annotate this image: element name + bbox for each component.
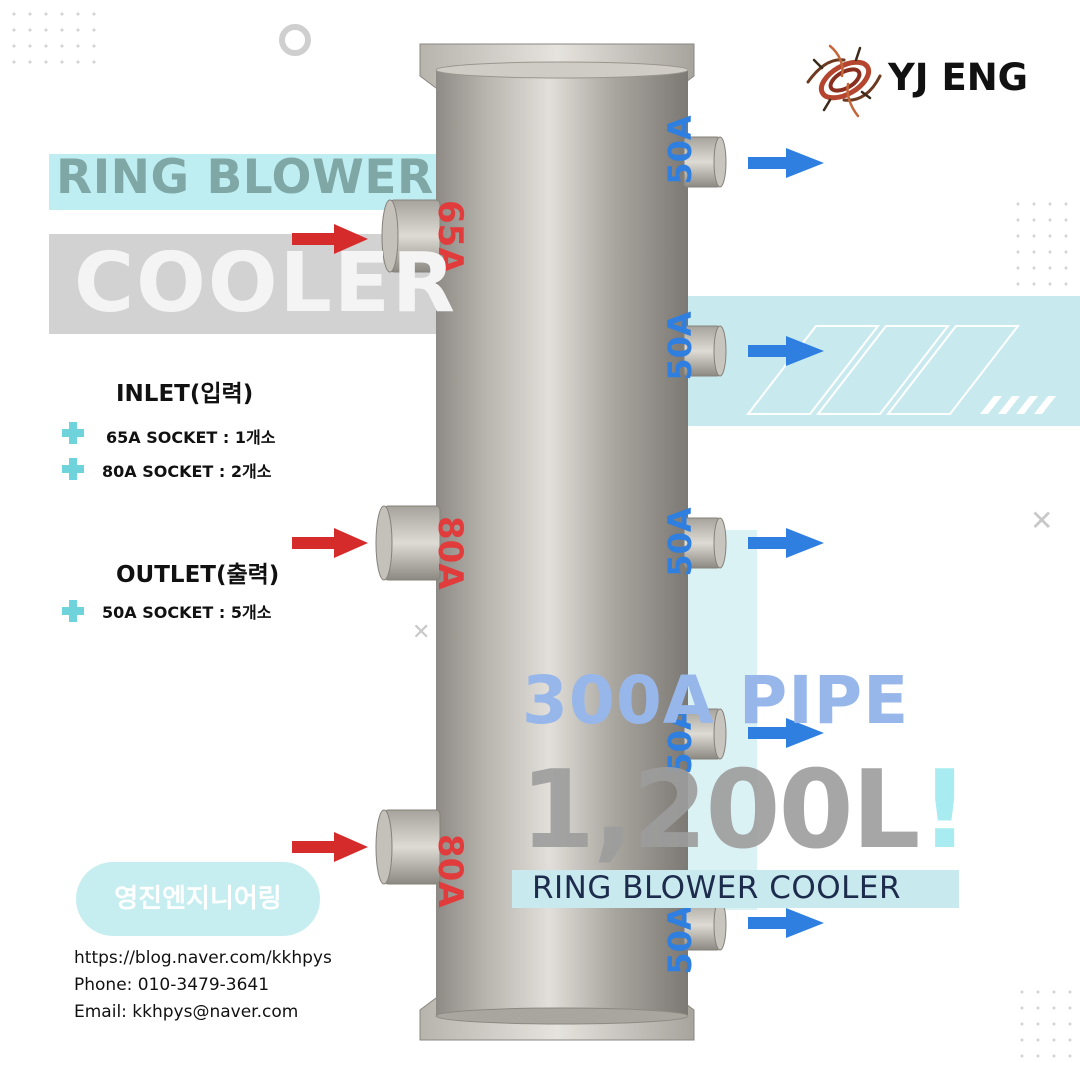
close-cross-icon: ✕ <box>1030 504 1054 537</box>
socket-label-outlet: 50A <box>661 311 699 381</box>
arrow-right-icon <box>748 528 824 558</box>
subtitle-band <box>512 870 959 908</box>
company-badge <box>76 862 320 936</box>
logo-swirl-icon <box>806 44 882 118</box>
inlet-item: 65A SOCKET : 1개소 <box>106 428 276 447</box>
arrow-right-icon <box>292 832 368 862</box>
plus-icon <box>62 458 84 480</box>
dot-grid-bottom-right <box>1014 984 1074 1064</box>
diagonal-panel <box>688 296 1080 426</box>
headline-line-1: RING BLOWER <box>56 150 434 205</box>
brand-logo: YJ ENG <box>800 38 1050 122</box>
contact-email[interactable]: Email: kkhpys@naver.com <box>74 1002 299 1022</box>
company-badge-label: 영진엔지니어링 <box>114 884 282 914</box>
headline-line-2: COOLER <box>74 236 458 331</box>
headline-ribbon <box>49 154 449 210</box>
pipe-size-text: 300A PIPE <box>522 662 910 739</box>
close-cross-icon: ✕ <box>412 620 431 645</box>
volume-exclaim: ! <box>920 748 970 873</box>
arrow-right-icon <box>748 148 824 178</box>
socket-label-outlet: 50A <box>661 507 699 577</box>
socket-label-outlet: 50A <box>661 115 699 185</box>
ring-icon <box>279 24 311 56</box>
inlet-heading: INLET(입력) <box>116 381 254 407</box>
dot-grid-top-left <box>6 6 102 64</box>
socket-label-inlet: 80A <box>430 834 470 908</box>
product-subtitle: RING BLOWER COOLER <box>532 870 902 906</box>
arrow-right-icon <box>748 336 824 366</box>
brand-name: YJ ENG <box>888 56 1029 99</box>
outlet-item: 50A SOCKET : 5개소 <box>102 603 272 622</box>
socket-label-outlet: 50A <box>661 905 699 975</box>
plus-icon <box>62 600 84 622</box>
arrow-right-icon <box>748 908 824 938</box>
plus-icon <box>62 422 84 444</box>
contact-blog[interactable]: https://blog.naver.com/kkhpys <box>74 948 332 968</box>
socket-label-inlet: 80A <box>430 516 470 590</box>
inlet-item: 80A SOCKET : 2개소 <box>102 462 272 481</box>
dot-grid-right <box>1010 196 1070 292</box>
arrow-right-icon <box>292 528 368 558</box>
volume-text: 1,200L <box>520 748 920 873</box>
arrow-right-icon <box>292 224 368 254</box>
arrow-right-icon <box>748 718 824 748</box>
contact-phone: Phone: 010-3479-3641 <box>74 975 270 995</box>
outlet-heading: OUTLET(출력) <box>116 562 280 588</box>
cooler-tank-image <box>375 43 727 1041</box>
